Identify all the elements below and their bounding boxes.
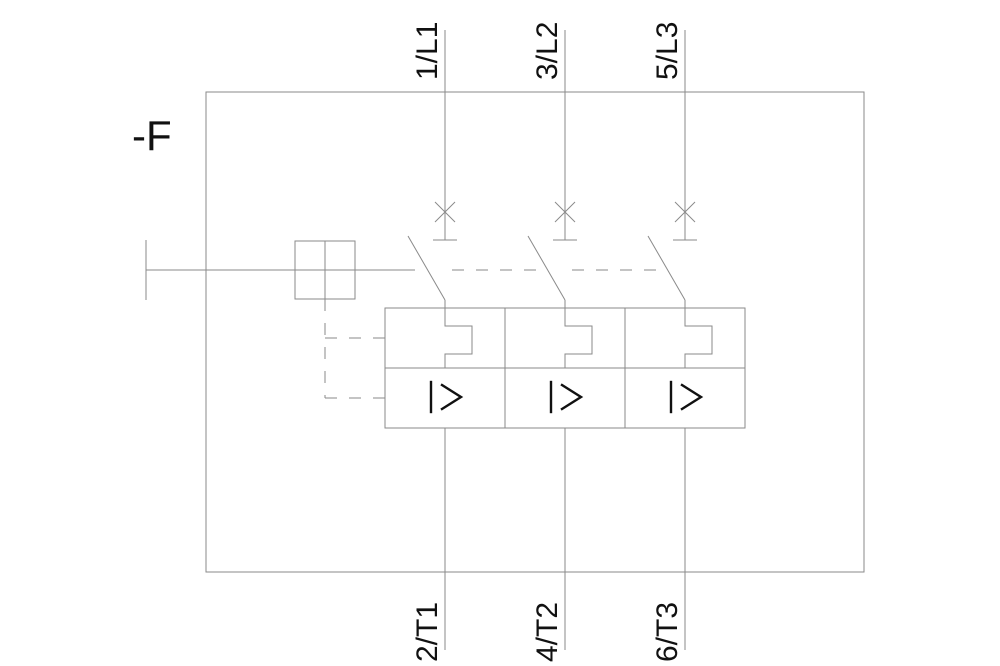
pole-1 bbox=[407, 30, 457, 650]
magnetic-release-2 bbox=[549, 380, 584, 414]
terminal-label-2-T1: 2/T1 bbox=[411, 602, 444, 662]
pole-3 bbox=[647, 30, 697, 650]
pole-2 bbox=[527, 30, 577, 650]
magnetic-release-1 bbox=[429, 380, 464, 414]
terminal-label-1-L1: 1/L1 bbox=[411, 22, 444, 80]
switch-blade bbox=[647, 235, 686, 301]
device-enclosure bbox=[205, 91, 865, 573]
release-block bbox=[384, 307, 746, 429]
thermal-release-2 bbox=[564, 318, 593, 368]
switch-blade bbox=[527, 235, 566, 301]
magnetic-release-3 bbox=[669, 380, 704, 414]
terminal-label-6-T3: 6/T3 bbox=[651, 602, 684, 662]
terminal-label-5-L3: 5/L3 bbox=[651, 22, 684, 80]
switch-blade bbox=[407, 235, 446, 301]
thermal-release-1 bbox=[444, 318, 473, 368]
terminal-label-4-T2: 4/T2 bbox=[531, 602, 564, 662]
terminal-label-3-L2: 3/L2 bbox=[531, 22, 564, 80]
device-designation: -F bbox=[132, 112, 172, 159]
manual-actuator bbox=[145, 240, 660, 399]
thermal-release-3 bbox=[684, 318, 713, 368]
